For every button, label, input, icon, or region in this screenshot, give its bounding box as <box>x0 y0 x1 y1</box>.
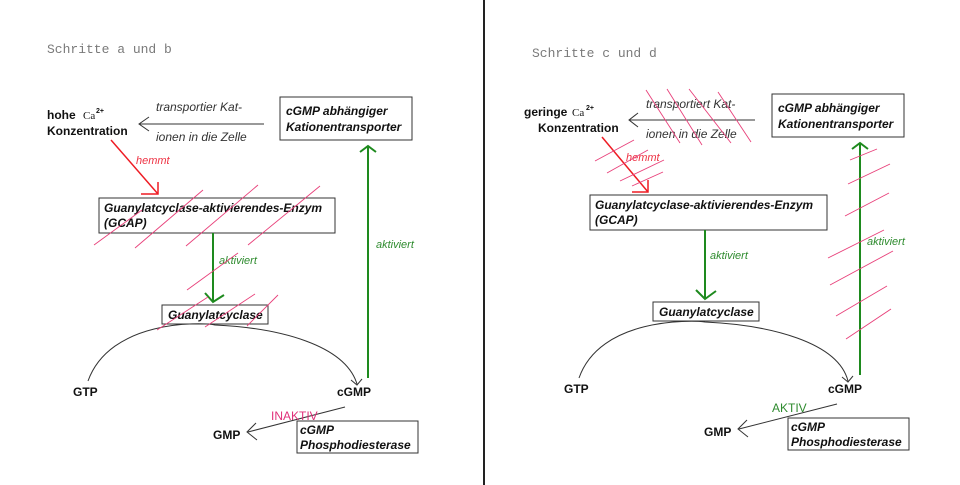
panel-title: Schritte c und d <box>532 46 657 61</box>
ca-suffix: Konzentration <box>538 121 619 135</box>
transporter-box <box>771 93 905 138</box>
gtp-label: GTP <box>73 385 98 399</box>
arrowhead-icon <box>632 180 649 193</box>
gmp-label: GMP <box>704 425 731 439</box>
pde-line2: Phosphodiesterase <box>300 438 411 452</box>
transporter-line2: Kationentransporter <box>778 117 895 131</box>
inhibition-arrow <box>601 136 649 193</box>
arrowhead-icon <box>695 289 717 301</box>
inhibition-arrow <box>110 139 159 195</box>
guanylatcyclase-box <box>652 301 760 322</box>
strikethrough-hatching <box>93 184 321 331</box>
arrowhead-icon <box>246 422 258 441</box>
arrowhead-icon <box>141 182 159 195</box>
ca-charge: 2+ <box>586 105 594 112</box>
hydrolysis-arrow <box>247 406 346 433</box>
arrowhead-icon <box>628 112 639 128</box>
cgmp-label: cGMP <box>828 382 862 396</box>
transport-label-line1: transportier Kat- <box>156 100 242 114</box>
ca-prefix: geringe <box>524 105 568 119</box>
calcium-concentration-label: geringe Ca 2+ Konzentration <box>524 105 619 135</box>
transport-label-line2: ionen in die Zelle <box>646 127 737 141</box>
activation-label: aktiviert <box>867 236 906 248</box>
activation-label: aktiviert <box>376 239 415 251</box>
hydrolysis-arrow <box>738 403 838 430</box>
pde-box <box>787 417 910 451</box>
gcap-line1: Guanylatcyclase-aktivierendes-Enzym <box>104 201 322 215</box>
arrowhead-icon <box>841 375 854 383</box>
panel-steps-c-d: Schritte c und d geringe Ca 2+ Konzentra… <box>524 46 910 451</box>
arrowhead-icon <box>851 141 869 150</box>
ca-symbol: Ca <box>83 110 95 122</box>
arrowhead-icon <box>350 378 363 386</box>
gcap-box <box>589 194 828 231</box>
guanylatcyclase-label: Guanylatcyclase <box>659 305 754 319</box>
gtp-label: GTP <box>564 382 589 396</box>
guanylatcyclase-label: Guanylatcyclase <box>168 308 263 322</box>
activation-label: aktiviert <box>710 250 749 262</box>
cgmp-label: cGMP <box>337 385 371 399</box>
arrowhead-icon <box>138 116 150 132</box>
pde-line1: cGMP <box>300 423 335 437</box>
conversion-arc <box>87 323 358 385</box>
inhibition-label: hemmt <box>136 155 171 167</box>
ca-suffix: Konzentration <box>47 124 128 138</box>
panel-steps-a-b: Schritte a und b hohe Ca 2+ Konzentratio… <box>47 42 419 454</box>
inhibition-label: hemmt <box>626 152 661 164</box>
panel-title: Schritte a und b <box>47 42 172 57</box>
arrowhead-icon <box>204 292 225 304</box>
transport-label-line2: ionen in die Zelle <box>156 130 247 144</box>
gcap-line2: (GCAP) <box>595 213 638 227</box>
pde-line2: Phosphodiesterase <box>791 435 902 449</box>
arrowhead-icon <box>359 144 377 153</box>
strikethrough-hatching <box>594 88 894 340</box>
transporter-line2: Kationentransporter <box>286 120 403 134</box>
pde-state-label: AKTIV <box>772 401 807 415</box>
transporter-line1: cGMP abhängiger <box>778 101 881 115</box>
calcium-concentration-label: hohe Ca 2+ Konzentration <box>47 108 128 138</box>
ca-symbol: Ca <box>572 107 584 119</box>
gcap-line1: Guanylatcyclase-aktivierendes-Enzym <box>595 198 813 212</box>
ca-charge: 2+ <box>96 108 104 115</box>
transporter-line1: cGMP abhängiger <box>286 104 389 118</box>
conversion-arc <box>578 320 849 382</box>
arrowhead-icon <box>737 419 749 438</box>
gmp-label: GMP <box>213 428 240 442</box>
ca-prefix: hohe <box>47 108 76 122</box>
activation-label: aktiviert <box>219 255 258 267</box>
transporter-box <box>279 96 413 141</box>
gcap-line2: (GCAP) <box>104 216 147 230</box>
transport-label-line1: transportiert Kat- <box>646 97 735 111</box>
pde-line1: cGMP <box>791 420 826 434</box>
pde-state-label: INAKTIV <box>271 409 318 423</box>
gcap-box <box>98 197 336 234</box>
pde-box <box>296 420 419 454</box>
